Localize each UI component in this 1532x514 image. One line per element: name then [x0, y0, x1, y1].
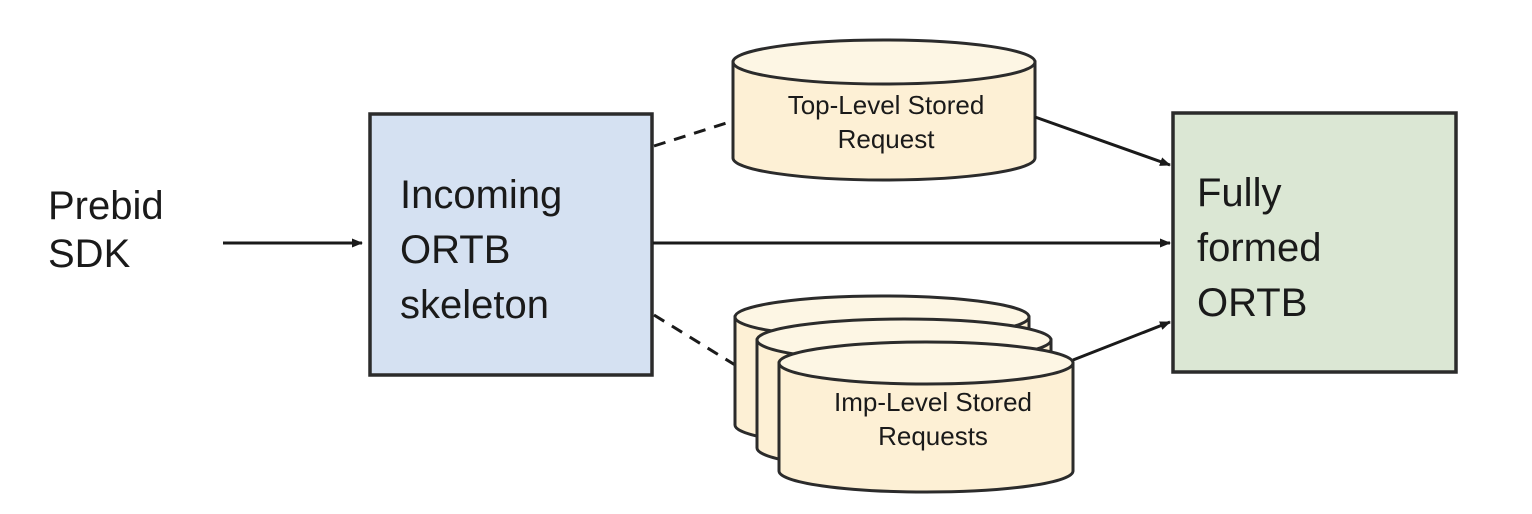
node-imp-level-stored-requests[interactable]	[733, 294, 1075, 494]
edge-incoming-to-top-store	[653, 118, 737, 148]
node-incoming-ortb-skeleton[interactable]	[368, 112, 654, 377]
edge-incoming-to-imp-store	[653, 313, 741, 370]
edge-imp-store-to-output	[1072, 320, 1171, 362]
stacked-cylinder-front	[777, 340, 1075, 494]
edge-top-store-to-output	[1034, 115, 1171, 167]
node-fully-formed-ortb[interactable]	[1171, 111, 1458, 374]
node-top-level-stored-request[interactable]	[731, 38, 1037, 182]
